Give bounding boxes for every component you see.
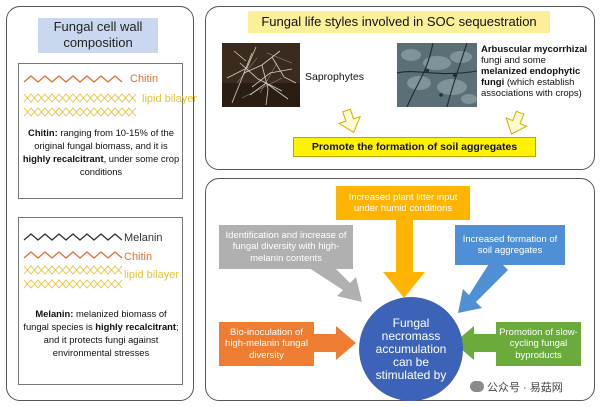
- arrow-amber: [383, 220, 425, 298]
- chitin-description: Chitin: ranging from 10-15% of the origi…: [22, 127, 180, 177]
- promote-soil-aggregates: Promote the formation of soil aggregates: [293, 137, 536, 157]
- lipid-bilayer-wave-2: [23, 265, 123, 289]
- necromass-text: Fungal necromass accumulation can be sti…: [375, 315, 447, 382]
- amf-label: Arbuscular mycorrhizal fungi and some me…: [481, 44, 588, 99]
- life-styles-title: Fungal life styles involved in SOC seque…: [248, 11, 550, 33]
- arrow-blue: [458, 256, 508, 313]
- chitin-wave-2: [23, 251, 123, 259]
- chitin-wave: [23, 75, 123, 83]
- box-bio-inoculation: Bio-inoculation of high-melanin fungal d…: [219, 322, 314, 366]
- arrow-amf-to-promote: [505, 110, 528, 135]
- amf-image: [397, 43, 477, 107]
- saprophytes-photo: [222, 43, 300, 107]
- box-soil-aggregates: Increased formation of soil aggregates: [455, 225, 565, 265]
- cell-wall-title: Fungal cell wall composition: [38, 18, 158, 53]
- box-slow-cycling: Promotion of slow-cycling fungal byprodu…: [496, 322, 581, 366]
- arrow-green: [454, 326, 496, 360]
- chitin-label: Chitin: [130, 73, 159, 85]
- box-plant-litter: Increased plant litter input under humid…: [336, 186, 470, 220]
- saprophytes-image: [222, 43, 300, 107]
- chitin-label-2: Chitin: [124, 251, 153, 263]
- wechat-icon: [470, 381, 484, 392]
- arrow-orange: [314, 326, 356, 360]
- saprophytes-label: Saprophytes: [305, 71, 364, 83]
- lipid-bilayer-wave: [23, 93, 137, 117]
- amf-photo: [397, 43, 477, 107]
- melanin-description: Melanin: melanized biomass of fungal spe…: [23, 308, 179, 358]
- box-fungal-diversity: Identification and increase of fungal di…: [219, 225, 353, 269]
- lipid-bilayer-label-2: lipid bilayer: [124, 269, 180, 281]
- melanin-wave: [23, 233, 123, 241]
- necromass-circle: Fungal necromass accumulation can be sti…: [359, 297, 463, 401]
- chitin-box: [18, 63, 183, 199]
- melanin-label: Melanin: [124, 232, 163, 244]
- lipid-bilayer-label: lipid bilayer: [142, 93, 198, 105]
- melanin-box: [18, 217, 183, 385]
- wechat-watermark: 公众号 · 易菇网: [470, 379, 563, 395]
- arrow-saprophytes-to-promote: [338, 108, 362, 134]
